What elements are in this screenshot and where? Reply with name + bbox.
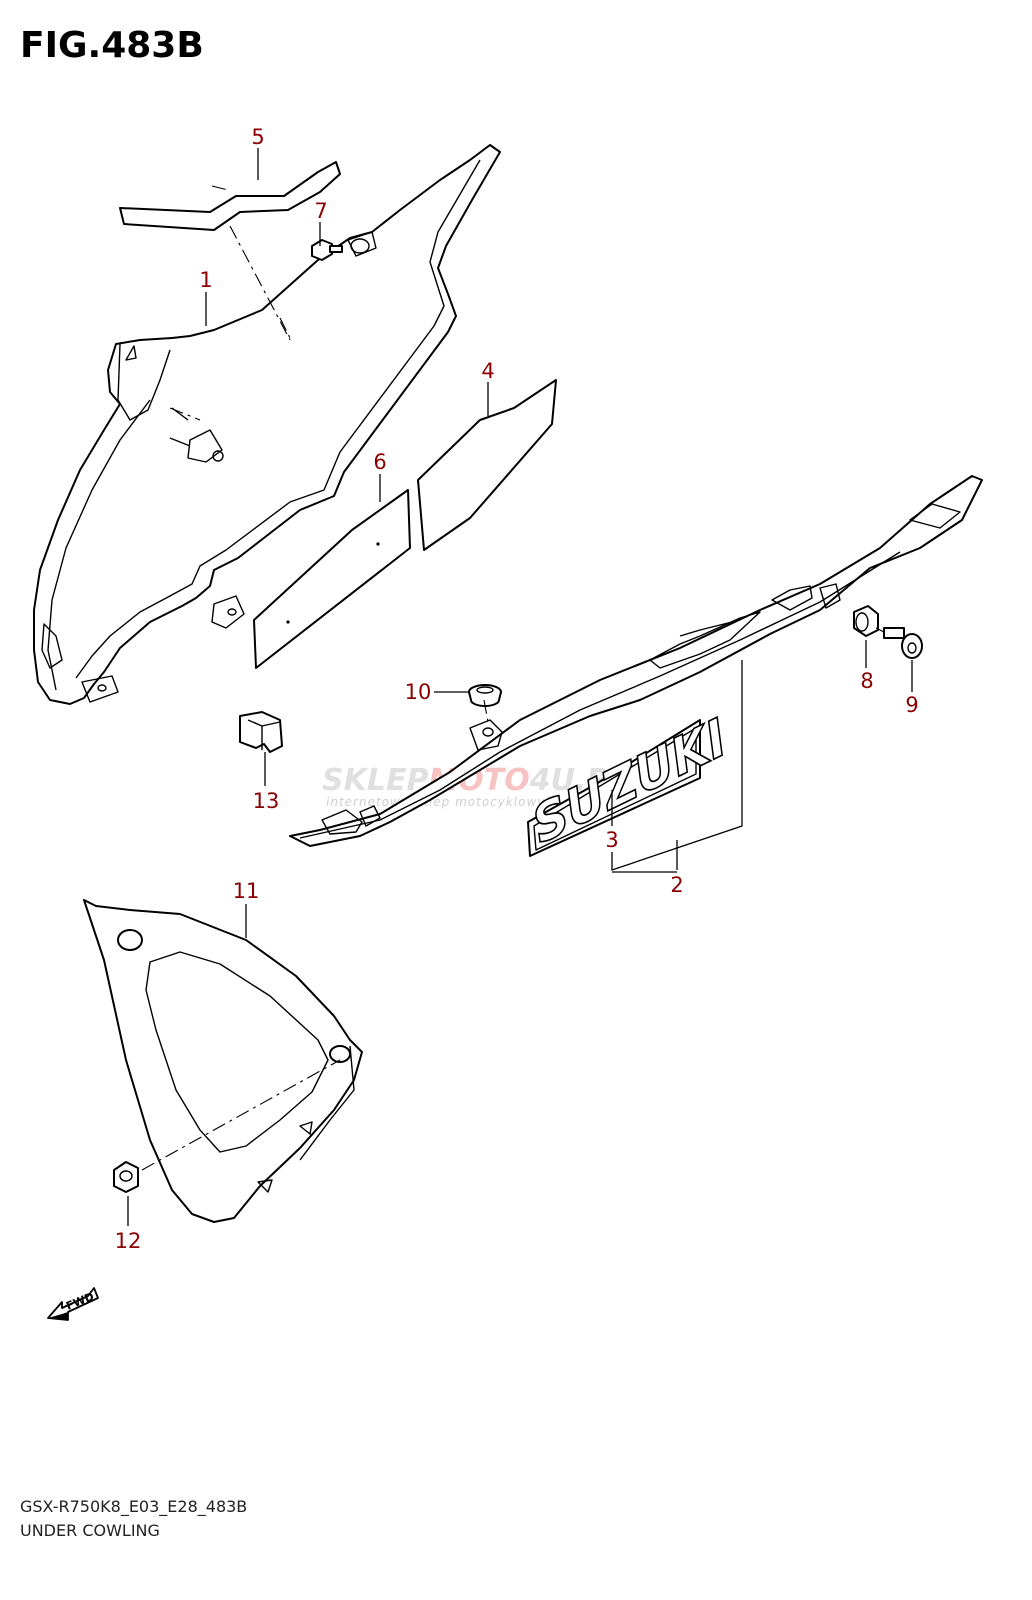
part-10-grommet [468,684,502,707]
callout-2: 2 [670,873,683,897]
callout-6: 6 [373,450,386,474]
model-code: GSX-R750K8_E03_E28_483B [20,1497,247,1517]
fwd-label: FWD [64,1290,96,1313]
callout-11: 11 [233,879,260,903]
watermark-left: SKLEP [322,763,428,798]
callout-5: 5 [251,125,264,149]
part-1-under-cowling-left [33,144,501,705]
part-11-inner-cover [83,899,363,1223]
part-13-clip [239,711,283,786]
part-5-bracket [119,161,341,231]
callout-1: 1 [199,268,212,292]
callout-12: 12 [115,1229,142,1253]
assembly-lines [141,185,885,1171]
callouts: 5 7 1 4 6 10 8 9 13 3 2 11 12 [115,125,919,1253]
part-4-panel [417,379,557,551]
part-2-under-cowling-right [289,475,983,847]
fwd-arrow-icon: FWD [47,1287,99,1321]
callout-9: 9 [905,693,918,717]
part-8-grommet [853,605,879,637]
callout-3: 3 [605,828,618,852]
watermark-tagline: internetowy sklep motocyklowy [326,795,545,809]
callout-13: 13 [253,789,280,813]
section-name: UNDER COWLING [20,1521,160,1540]
callout-10: 10 [405,680,432,704]
part-9-screw [883,627,923,659]
callout-4: 4 [481,359,494,383]
part-12-screw [113,1161,139,1193]
leader-lines [127,148,913,1226]
callout-7: 7 [314,199,327,223]
figure-title: FIG.483B [20,25,204,66]
part-7-bolt [311,239,343,261]
callout-8: 8 [860,669,873,693]
part-6-panel [253,489,411,669]
